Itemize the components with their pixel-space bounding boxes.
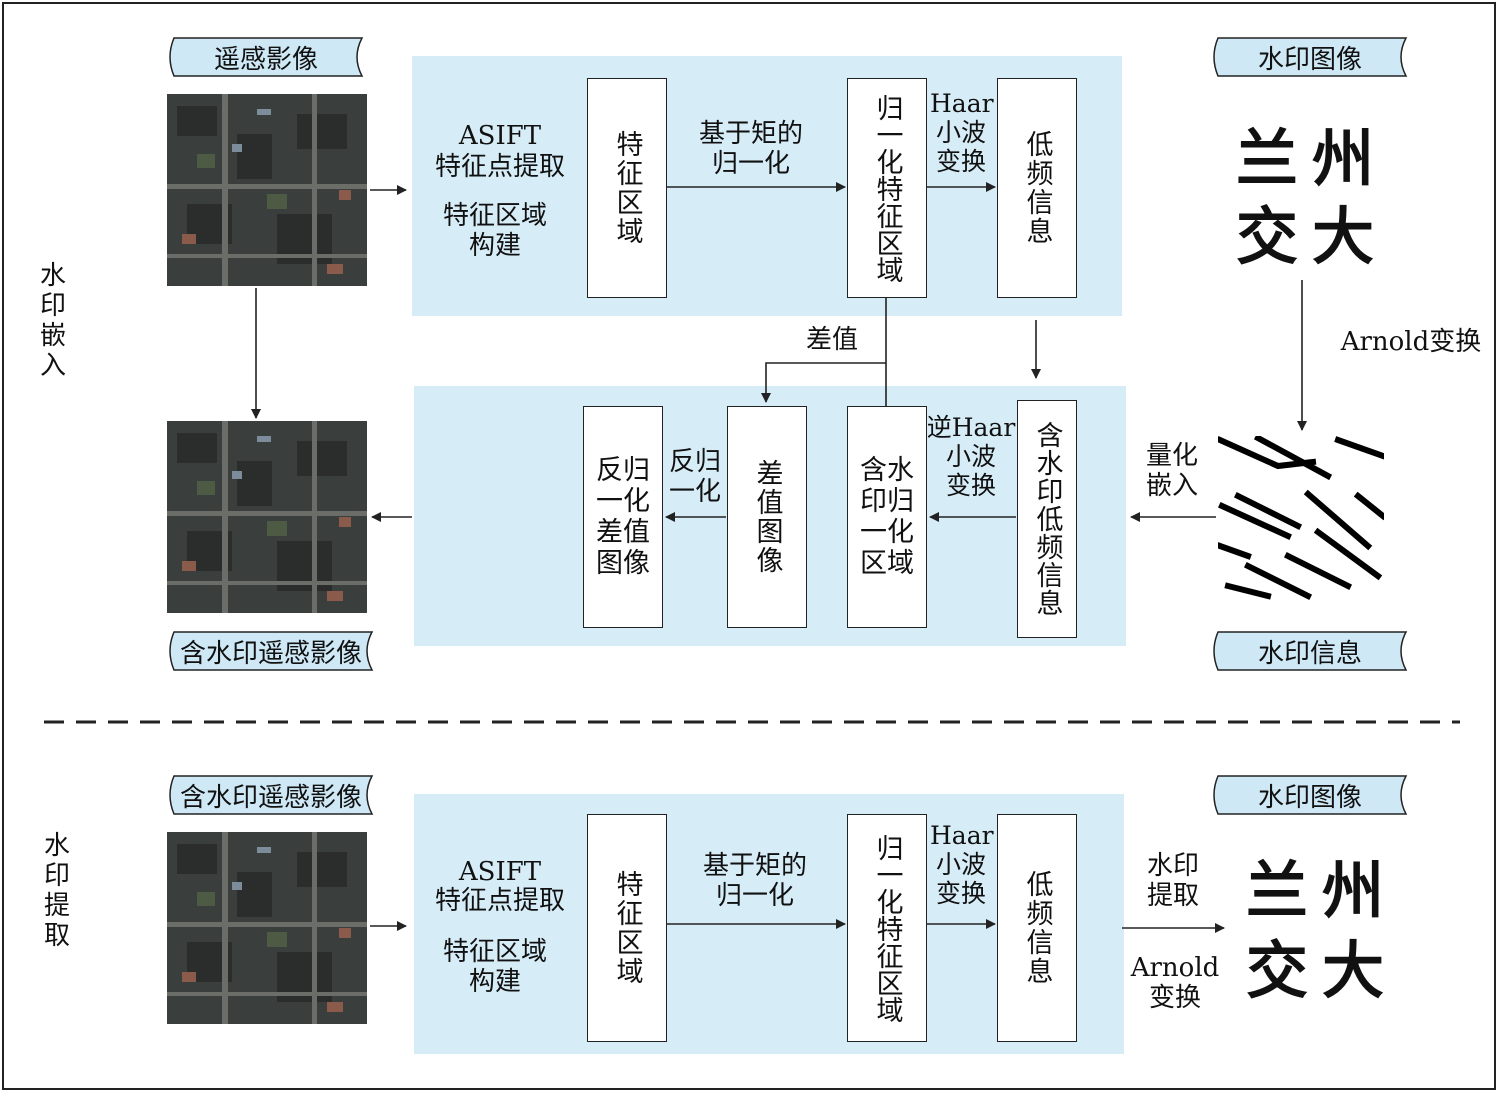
section-embed-label: 水 印 嵌 入: [39, 261, 66, 381]
extracted-watermark-line2: 交大: [1246, 934, 1399, 1007]
watermark-image-label: 水印图像: [1210, 36, 1410, 78]
source-image-label: 遥感影像: [166, 36, 366, 78]
arrow-difference: [761, 362, 886, 403]
feature-region-box: 特征区域: [587, 78, 667, 298]
watermarked-norm-region-box: 含水 印归 一化 区域: [847, 406, 927, 628]
watermark-info-text: 水印信息: [1257, 638, 1362, 669]
quantization-embed-label: 量化 嵌入: [1145, 441, 1198, 501]
extract-asift-feature-extract: 特征点提取: [434, 886, 565, 916]
inverse-normalization-label: 反归 一化: [668, 447, 721, 507]
watermark-info-label: 水印信息: [1210, 630, 1410, 672]
extracted-watermark-line1: 兰州: [1246, 854, 1399, 927]
asift-title: ASIFT: [458, 121, 542, 151]
extract-normalized-region-box: 归一化特征区域: [847, 814, 927, 1042]
extract-moment-normalization-label: 基于矩的 归一化: [702, 851, 807, 911]
scroll-shape: [1213, 37, 1408, 77]
watermarked-norm-region-text: 含水 印归 一化 区域: [860, 454, 914, 580]
watermarked-image: [167, 421, 367, 613]
arnold-label: Arnold变换: [1340, 327, 1482, 357]
section-extract-label: 水 印 提 取: [43, 831, 70, 951]
difference-image-text: 差值图像: [751, 459, 783, 575]
moment-normalization-label: 基于矩的 归一化: [698, 119, 803, 179]
feature-region-build: 特征区域 构建: [442, 201, 547, 261]
extract-source-label: 含水印遥感影像: [166, 774, 376, 816]
extract-feature-region-box: 特征区域: [587, 814, 667, 1042]
extract-source-image: [167, 832, 367, 1024]
extract-watermark-text: 水印图像: [1257, 782, 1362, 813]
inverse-norm-diff-text: 反归 一化 差值 图像: [596, 454, 650, 580]
extract-low-frequency-text: 低频信息: [1021, 870, 1053, 986]
remote-sensing-image: [167, 94, 367, 286]
scroll-shape: [169, 37, 364, 77]
haar-transform-label: Haar 小波 变换: [930, 89, 994, 176]
extract-normalized-region-text: 归一化特征区域: [871, 833, 903, 1023]
scrambled-watermark-image: [1218, 436, 1384, 602]
extract-arnold-label: Arnold 变换: [1130, 953, 1220, 1013]
difference-image-box: 差值图像: [727, 406, 807, 628]
inverse-norm-diff-box: 反归 一化 差值 图像: [583, 406, 663, 628]
inverse-haar-label: 逆Haar 小波 变换: [926, 413, 1016, 500]
watermarked-low-freq-text: 含水印低频信息: [1031, 421, 1063, 617]
watermark-text-line1: 兰州: [1236, 122, 1389, 195]
scroll-shape: [1213, 631, 1408, 671]
extract-low-frequency-box: 低频信息: [997, 814, 1077, 1042]
watermark-image-text: 水印图像: [1257, 44, 1362, 75]
output-image-label: 含水印遥感影像: [166, 630, 376, 672]
difference-label: 差值: [805, 325, 858, 355]
scroll-shape: [169, 775, 374, 815]
scroll-shape: [1213, 775, 1408, 815]
extract-feature-region-build: 特征区域 构建: [442, 937, 547, 997]
output-image-text: 含水印遥感影像: [179, 638, 362, 669]
watermark-extract-label: 水印 提取: [1146, 851, 1199, 911]
extract-watermark-label: 水印图像: [1210, 774, 1410, 816]
watermarked-low-freq-box: 含水印低频信息: [1017, 400, 1077, 638]
watermark-text-line2: 交大: [1236, 200, 1389, 273]
source-image-text: 遥感影像: [213, 44, 318, 75]
extract-asift-title: ASIFT: [458, 857, 542, 887]
asift-feature-extract: 特征点提取: [434, 152, 565, 182]
normalized-region-box: 归一化特征区域: [847, 78, 927, 298]
normalized-region-text: 归一化特征区域: [871, 93, 903, 283]
low-frequency-text: 低频信息: [1021, 130, 1053, 246]
extract-feature-region-text: 特征区域: [611, 870, 643, 986]
scroll-shape: [169, 631, 374, 671]
extract-haar-label: Haar 小波 变换: [930, 821, 994, 908]
low-frequency-box: 低频信息: [997, 78, 1077, 298]
feature-region-text: 特征区域: [611, 130, 643, 246]
extract-source-text: 含水印遥感影像: [179, 782, 362, 813]
